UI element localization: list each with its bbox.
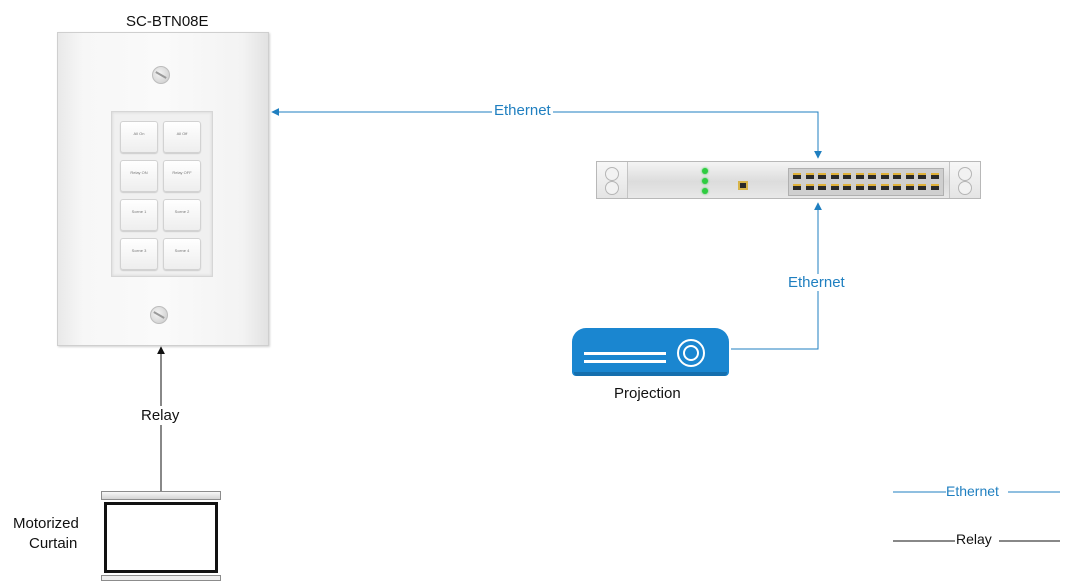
curtain-housing	[101, 491, 221, 500]
motorized-curtain-icon	[101, 491, 221, 584]
projector-lens-inner	[683, 345, 699, 361]
legend-relay-label: Relay	[956, 531, 992, 547]
ethernet-line-keypad-switch	[271, 108, 822, 159]
top-screw-icon	[152, 66, 170, 84]
projector-label: Projection	[614, 385, 681, 402]
projector-icon	[572, 328, 729, 376]
keypad-key-6[interactable]: Scene 2	[163, 199, 201, 231]
projector-vent-line	[584, 352, 666, 355]
status-led-icon	[702, 168, 708, 174]
ethernet-port-icon	[918, 173, 926, 179]
switch-left-ear	[597, 162, 628, 198]
ethernet-port-icon	[793, 173, 801, 179]
mount-hole-icon	[605, 181, 619, 195]
mount-hole-icon	[958, 181, 972, 195]
ethernet-port-icon	[893, 173, 901, 179]
ethernet-port-icon	[868, 184, 876, 190]
ethernet-port-icon	[880, 184, 889, 190]
ethernet-port-icon	[830, 173, 839, 179]
ethernet-port-icon	[855, 173, 864, 179]
ethernet-port-icon	[805, 184, 814, 190]
ethernet-port-icon	[905, 173, 914, 179]
keypad-key-3[interactable]: Relay ON	[120, 160, 158, 192]
ethernet-port-icon	[818, 173, 826, 179]
status-led-icon	[702, 178, 708, 184]
ethernet-port-icon	[830, 184, 839, 190]
bottom-screw-icon	[150, 306, 168, 324]
keypad-key-4[interactable]: Relay OFF	[163, 160, 201, 192]
switch-right-ear	[949, 162, 980, 198]
ethernet-port-icon	[930, 184, 939, 190]
ethernet-port-icon	[868, 173, 876, 179]
ethernet-port-icon	[855, 184, 864, 190]
keypad-key-7[interactable]: Scene 3	[120, 238, 158, 270]
keypad-key-1[interactable]: All On	[120, 121, 158, 153]
console-port-icon	[738, 181, 748, 190]
mount-hole-icon	[605, 167, 619, 181]
keypad-title: SC-BTN08E	[126, 13, 209, 30]
ethernet-port-icon	[818, 184, 826, 190]
mount-hole-icon	[958, 167, 972, 181]
ethernet-port-icon	[930, 173, 939, 179]
projector-lens-outer	[677, 339, 705, 367]
legend-ethernet-label: Ethernet	[946, 483, 999, 499]
ethernet-port-icon	[880, 173, 889, 179]
keypad-key-8[interactable]: Scene 4	[163, 238, 201, 270]
network-switch	[596, 161, 981, 199]
ethernet-label-keypad-switch: Ethernet	[492, 102, 553, 119]
keypad-button-bay: All On All Off Relay ON Relay OFF Scene …	[111, 111, 213, 277]
curtain-label-line-2: Curtain	[29, 535, 78, 552]
ethernet-port-icon	[793, 184, 801, 190]
relay-label-curtain-keypad: Relay	[140, 406, 181, 425]
ethernet-port-icon	[805, 173, 814, 179]
keypad-key-2[interactable]: All Off	[163, 121, 201, 153]
ethernet-port-icon	[918, 184, 926, 190]
keypad-key-5[interactable]: Scene 1	[120, 199, 158, 231]
ethernet-port-bank	[788, 168, 944, 196]
ethernet-port-icon	[893, 184, 901, 190]
curtain-bottom-bar	[101, 575, 221, 581]
keypad-wall-plate: All On All Off Relay ON Relay OFF Scene …	[57, 32, 269, 346]
status-led-icon	[702, 188, 708, 194]
ethernet-line-projector-switch	[731, 202, 822, 350]
ethernet-port-icon	[843, 173, 851, 179]
ethernet-port-icon	[843, 184, 851, 190]
curtain-screen	[104, 502, 218, 573]
projector-base	[574, 372, 727, 376]
ethernet-label-projector-switch: Ethernet	[786, 274, 847, 291]
curtain-label-line-1: Motorized	[13, 515, 79, 532]
projector-vent-line	[584, 360, 666, 363]
ethernet-port-icon	[905, 184, 914, 190]
